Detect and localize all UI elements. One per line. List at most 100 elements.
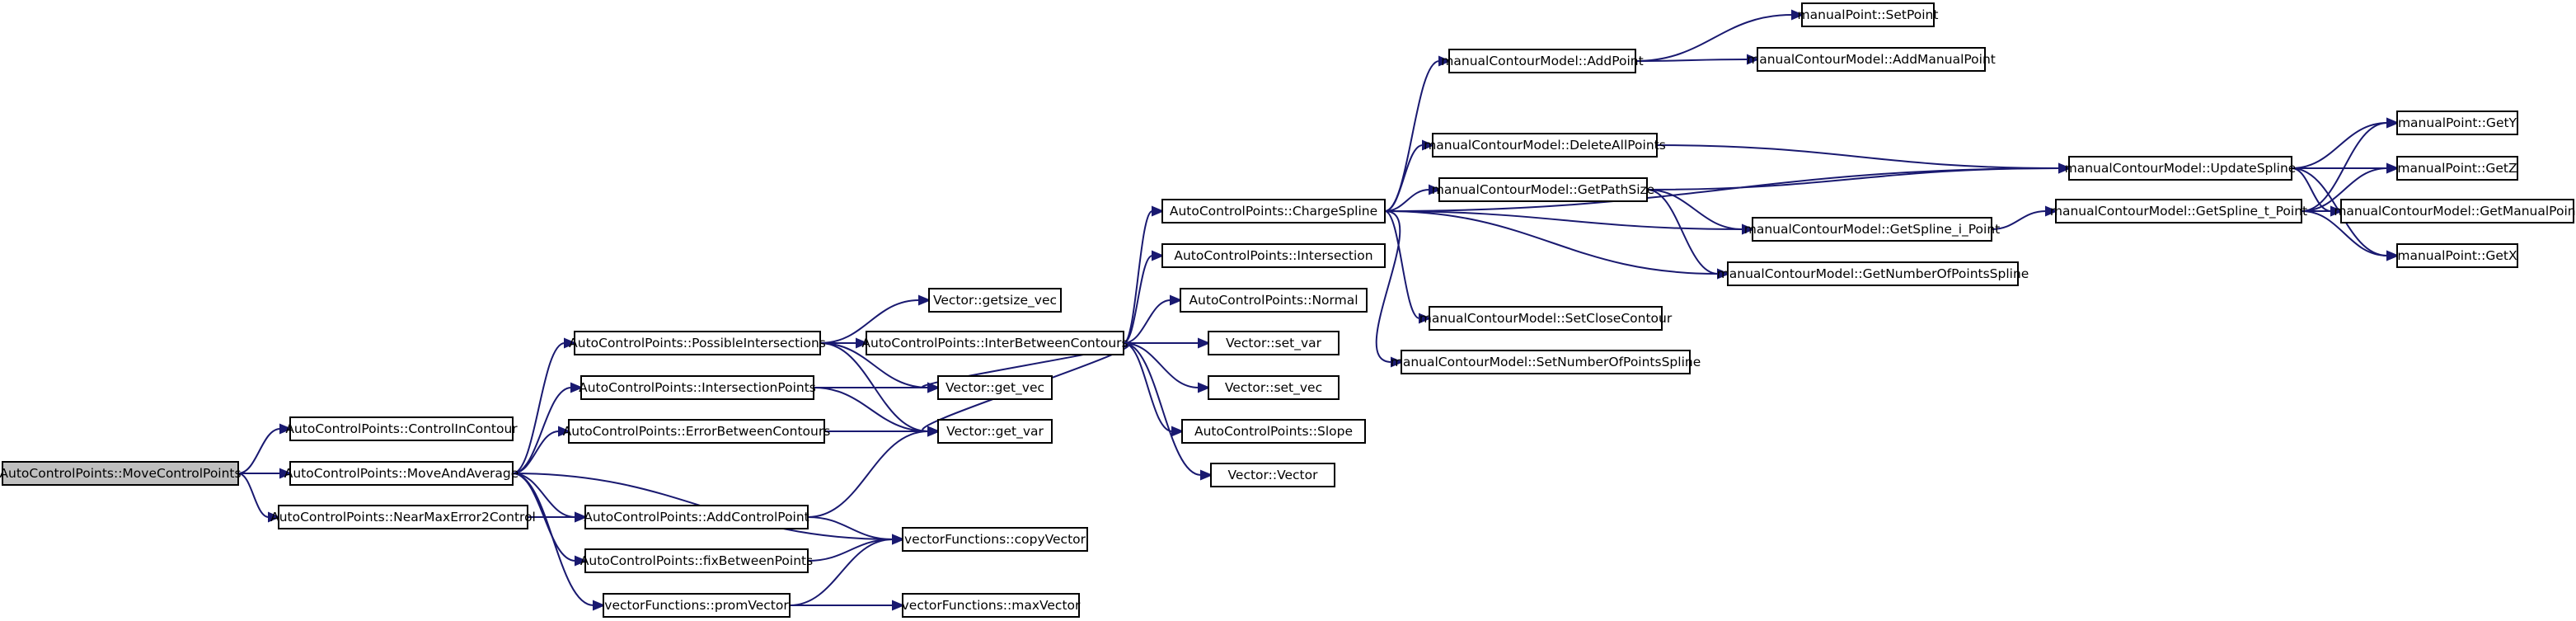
node-controlin[interactable]: AutoControlPoints::ControlInContour xyxy=(285,416,518,441)
node-box xyxy=(1401,350,1691,374)
edge-line xyxy=(813,387,929,432)
node-getpathsize[interactable]: manualContourModel::GetPathSize xyxy=(1432,177,1654,202)
node-getmanual[interactable]: manualContourModel::GetManualPoint xyxy=(2334,199,2576,223)
node-addcp[interactable]: AutoControlPoints::AddControlPoint xyxy=(584,505,809,529)
node-possint[interactable]: AutoControlPoints::PossibleIntersections xyxy=(569,331,826,355)
edge-interbetween-to-chargespline xyxy=(1123,205,1165,344)
edge-movecp-to-nearmax xyxy=(237,473,281,523)
arrowhead-icon xyxy=(1422,139,1435,151)
node-getvar[interactable]: Vector::get_var xyxy=(937,419,1053,444)
node-fixbetween[interactable]: AutoControlPoints::fixBetweenPoints xyxy=(580,548,813,573)
edge-line xyxy=(807,430,929,518)
node-copyvector[interactable]: vectorFunctions::copyVector xyxy=(902,527,1088,552)
node-getz[interactable]: manualPoint::GetZ xyxy=(2396,156,2518,181)
edge-possint-to-getvar xyxy=(819,342,941,437)
node-box xyxy=(1757,47,1986,72)
node-label: manualContourModel::GetManualPoint xyxy=(2334,204,2576,219)
edge-getsplinet-to-gety xyxy=(2301,117,2400,212)
arrowhead-icon xyxy=(1747,54,1760,65)
arrowhead-icon xyxy=(2386,250,2400,261)
node-box xyxy=(2340,199,2574,223)
node-setvar[interactable]: Vector::set_var xyxy=(1208,331,1340,355)
node-errbetween[interactable]: AutoControlPoints::ErrorBetweenContours xyxy=(563,419,831,444)
node-label: vectorFunctions::maxVector xyxy=(902,598,1081,613)
node-updatespline[interactable]: manualContourModel::UpdateSpline xyxy=(2065,156,2297,181)
edge-line xyxy=(1384,210,1743,230)
node-addpoint[interactable]: manualContourModel::AddPoint xyxy=(1441,49,1644,73)
edge-line xyxy=(1635,14,1793,62)
node-getnumptsspline[interactable]: manualContourModel::GetNumberOfPointsSpl… xyxy=(1717,261,2029,286)
node-promvector[interactable]: vectorFunctions::promVector xyxy=(603,593,791,618)
node-label: AutoControlPoints::InterBetweenContours xyxy=(861,336,1128,350)
node-setvec[interactable]: Vector::set_vec xyxy=(1208,375,1340,400)
node-label: AutoControlPoints::AddControlPoint xyxy=(584,510,809,525)
node-deleteall[interactable]: manualContourModel::DeleteAllPoints xyxy=(1424,133,1666,158)
node-label: Vector::get_var xyxy=(946,424,1044,440)
node-slope[interactable]: AutoControlPoints::Slope xyxy=(1181,419,1366,444)
edge-line xyxy=(1646,167,2060,191)
node-label: manualPoint::GetX xyxy=(2397,248,2517,263)
edge-moveavg-to-promvector xyxy=(512,473,606,611)
node-box xyxy=(584,505,809,529)
node-label: AutoControlPoints::MoveAndAverage xyxy=(284,466,519,481)
node-chargespline[interactable]: AutoControlPoints::ChargeSpline xyxy=(1161,199,1386,223)
node-box xyxy=(580,375,814,400)
edge-line xyxy=(1123,342,1173,432)
node-vector[interactable]: Vector::Vector xyxy=(1210,463,1335,487)
node-label: AutoControlPoints::ErrorBetweenContours xyxy=(563,424,831,439)
node-setclose[interactable]: manualContourModel::SetCloseContour xyxy=(1419,306,1673,331)
edge-interbetween-to-getvec xyxy=(922,342,1130,393)
node-label: Vector::getsize_vec xyxy=(933,293,1057,308)
node-box xyxy=(1801,2,1935,27)
node-normal[interactable]: AutoControlPoints::Normal xyxy=(1180,288,1368,313)
node-interbetween[interactable]: AutoControlPoints::InterBetweenContours xyxy=(861,331,1128,355)
edge-getpathsize-to-getsplinei xyxy=(1646,189,1755,235)
node-box xyxy=(928,288,1062,313)
node-label: AutoControlPoints::ChargeSpline xyxy=(1170,204,1377,219)
node-nearmax[interactable]: AutoControlPoints::NearMaxError2Control xyxy=(270,505,536,529)
node-getx[interactable]: manualPoint::GetX xyxy=(2396,243,2518,268)
arrowhead-icon xyxy=(1200,469,1213,481)
node-gety[interactable]: manualPoint::GetY xyxy=(2396,111,2518,135)
node-box xyxy=(2396,243,2518,268)
node-label: manualContourModel::DeleteAllPoints xyxy=(1424,138,1666,153)
arrowhead-icon xyxy=(927,426,941,437)
node-moveavg[interactable]: AutoControlPoints::MoveAndAverage xyxy=(284,461,519,486)
node-label: manualPoint::GetZ xyxy=(2397,161,2517,176)
node-maxvector[interactable]: vectorFunctions::maxVector xyxy=(902,593,1081,618)
node-getsplinei[interactable]: manualContourModel::GetSpline_i_Point xyxy=(1744,217,2000,242)
node-movecp[interactable]: AutoControlPoints::MoveControlPoints xyxy=(0,461,242,486)
node-label: Vector::get_vec xyxy=(945,380,1044,396)
edge-movecp-to-controlin xyxy=(237,423,293,474)
edge-line xyxy=(922,342,1130,388)
node-addmanual[interactable]: manualContourModel::AddManualPoint xyxy=(1747,47,1996,72)
edge-chargespline-to-deleteall xyxy=(1384,139,1435,212)
node-box xyxy=(902,527,1088,552)
node-box xyxy=(603,593,791,618)
node-label: vectorFunctions::copyVector xyxy=(904,532,1086,547)
node-label: AutoControlPoints::ControlInContour xyxy=(285,421,518,436)
edge-line xyxy=(1384,144,1424,212)
node-box xyxy=(1432,133,1658,158)
edge-interbetween-to-intersection xyxy=(1123,250,1165,344)
node-label: AutoControlPoints::fixBetweenPoints xyxy=(580,553,813,568)
edge-chargespline-to-getnumptsspline xyxy=(1384,210,1730,280)
edge-interbetween-to-slope xyxy=(1123,342,1185,437)
node-setpoint[interactable]: manualPoint::SetPoint xyxy=(1798,2,1939,27)
edge-nearmax-to-addcp xyxy=(528,511,588,523)
arrowhead-icon xyxy=(892,534,905,545)
arrowhead-icon xyxy=(1419,313,1432,324)
node-intersection[interactable]: AutoControlPoints::Intersection xyxy=(1161,243,1386,268)
node-intpts[interactable]: AutoControlPoints::IntersectionPoints xyxy=(579,375,816,400)
edge-promvector-to-copyvector xyxy=(789,534,905,606)
node-getvec[interactable]: Vector::get_vec xyxy=(937,375,1053,400)
node-getsize[interactable]: Vector::getsize_vec xyxy=(928,288,1062,313)
arrowhead-icon xyxy=(1170,294,1183,306)
node-getsplinet[interactable]: manualContourModel::GetSpline_t_Point xyxy=(2050,199,2307,223)
node-label: Vector::set_vec xyxy=(1225,380,1322,396)
arrowhead-icon xyxy=(1391,356,1404,368)
node-setnumpts[interactable]: manualContourModel::SetNumberOfPointsSpl… xyxy=(1391,350,1701,374)
arrowhead-icon xyxy=(892,600,905,611)
arrowhead-icon xyxy=(279,423,293,435)
